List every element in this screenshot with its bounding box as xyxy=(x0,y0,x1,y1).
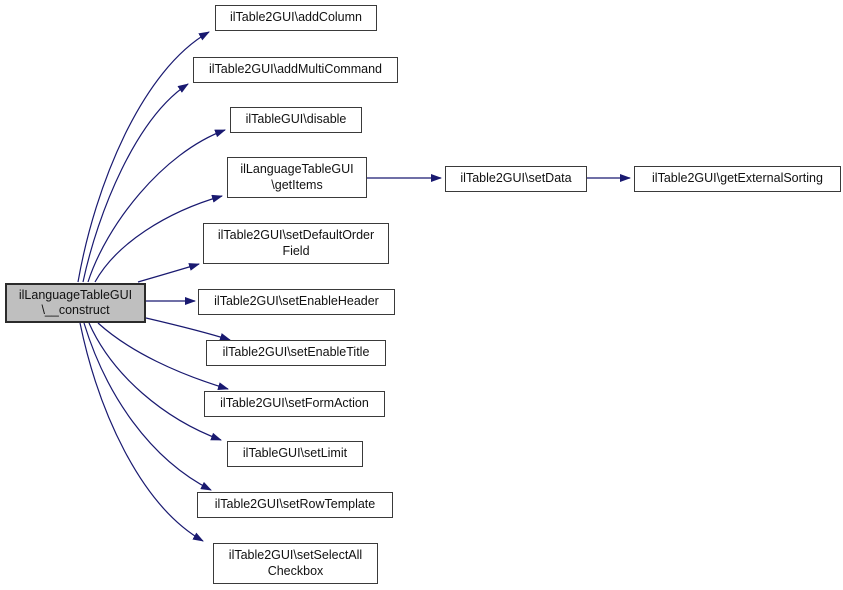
edge-construct-addcolumn xyxy=(77,31,210,283)
node-iltable2gui-setdata[interactable]: ilTable2GUI\setData xyxy=(445,166,587,192)
node-iltablegui-setlimit[interactable]: ilTableGUI\setLimit xyxy=(227,441,363,467)
node-iltable2gui-setformaction[interactable]: ilTable2GUI\setFormAction xyxy=(204,391,385,417)
edge-construct-addmulticommand xyxy=(82,83,189,283)
node-iltable2gui-addcolumn[interactable]: ilTable2GUI\addColumn xyxy=(215,5,377,31)
node-iltable2gui-getexternalsorting[interactable]: ilTable2GUI\getExternalSorting xyxy=(634,166,841,192)
edge-construct-setenabletitle xyxy=(145,317,231,341)
node-iltable2gui-addmulticommand[interactable]: ilTable2GUI\addMultiCommand xyxy=(193,57,398,83)
edge-construct-setlimit xyxy=(88,322,222,441)
node-iltable2gui-setenabletitle[interactable]: ilTable2GUI\setEnableTitle xyxy=(206,340,386,366)
node-iltable2gui-setdefaultorderfield[interactable]: ilTable2GUI\setDefaultOrder Field xyxy=(203,223,389,264)
node-iltable2gui-setenableheader[interactable]: ilTable2GUI\setEnableHeader xyxy=(198,289,395,315)
edge-construct-setrowtemplate xyxy=(83,322,212,491)
node-iltable2gui-setselectallcheckbox[interactable]: ilTable2GUI\setSelectAll Checkbox xyxy=(213,543,378,584)
node-illanguagetablegui-getitems[interactable]: ilLanguageTableGUI \getItems xyxy=(227,157,367,198)
node-iltablegui-disable[interactable]: ilTableGUI\disable xyxy=(230,107,362,133)
node-iltable2gui-setrowtemplate[interactable]: ilTable2GUI\setRowTemplate xyxy=(197,492,393,518)
node-illanguagetablegui-construct: ilLanguageTableGUI \__construct xyxy=(5,283,146,323)
edge-construct-setselectallcheckbox xyxy=(79,322,204,542)
edge-construct-setdefaultorderfield xyxy=(137,263,200,283)
